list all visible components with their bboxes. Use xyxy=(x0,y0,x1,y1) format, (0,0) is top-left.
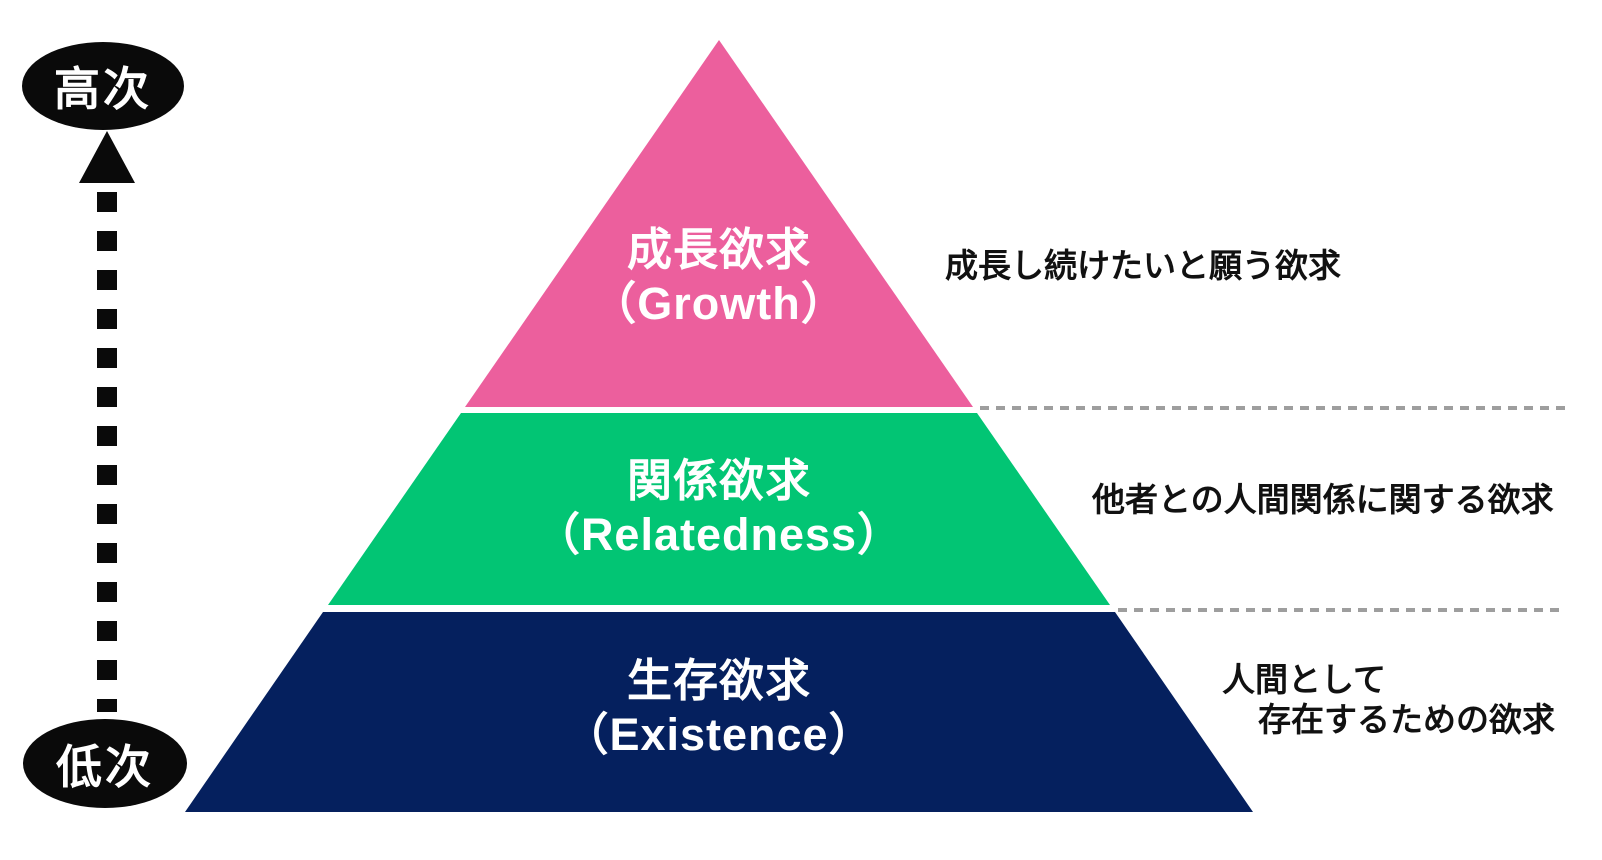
growth-annotation: 成長し続けたいと願う欲求 xyxy=(945,247,1341,284)
high-order-badge: 高次 xyxy=(22,42,184,130)
tier-existence-label-en: （Existence） xyxy=(563,709,875,760)
low-order-label: 低次 xyxy=(56,740,154,793)
tier-existence-label: 生存欲求 （Existence） xyxy=(419,654,1019,762)
order-axis-dashed-line xyxy=(97,192,117,712)
tier-existence-label-jp: 生存欲求 xyxy=(626,655,811,706)
tier-relatedness-label-jp: 関係欲求 xyxy=(626,455,811,506)
pyramid-tier-existence xyxy=(185,612,1253,812)
high-order-label: 高次 xyxy=(54,63,152,115)
tier-growth-label-en: （Growth） xyxy=(591,278,847,329)
existence-annotation-line2: 存在するための欲求 xyxy=(1258,701,1555,738)
existence-annotation-line1: 人間として xyxy=(1222,661,1387,698)
relatedness-annotation: 他者との人間関係に関する欲求 xyxy=(1092,481,1554,518)
low-order-badge: 低次 xyxy=(23,719,187,808)
tier-growth-label: 成長欲求 （Growth） xyxy=(419,223,1019,331)
pyramid-tier-relatedness xyxy=(328,413,1110,605)
pyramid-tier-growth xyxy=(465,40,973,407)
tier-growth-label-jp: 成長欲求 xyxy=(626,224,811,275)
tier-relatedness-label-en: （Relatedness） xyxy=(534,509,904,560)
up-arrow-icon xyxy=(79,131,135,183)
tier-relatedness-label: 関係欲求 （Relatedness） xyxy=(419,454,1019,562)
existence-annotation: 人間として 存在するための欲求 xyxy=(1222,660,1555,740)
